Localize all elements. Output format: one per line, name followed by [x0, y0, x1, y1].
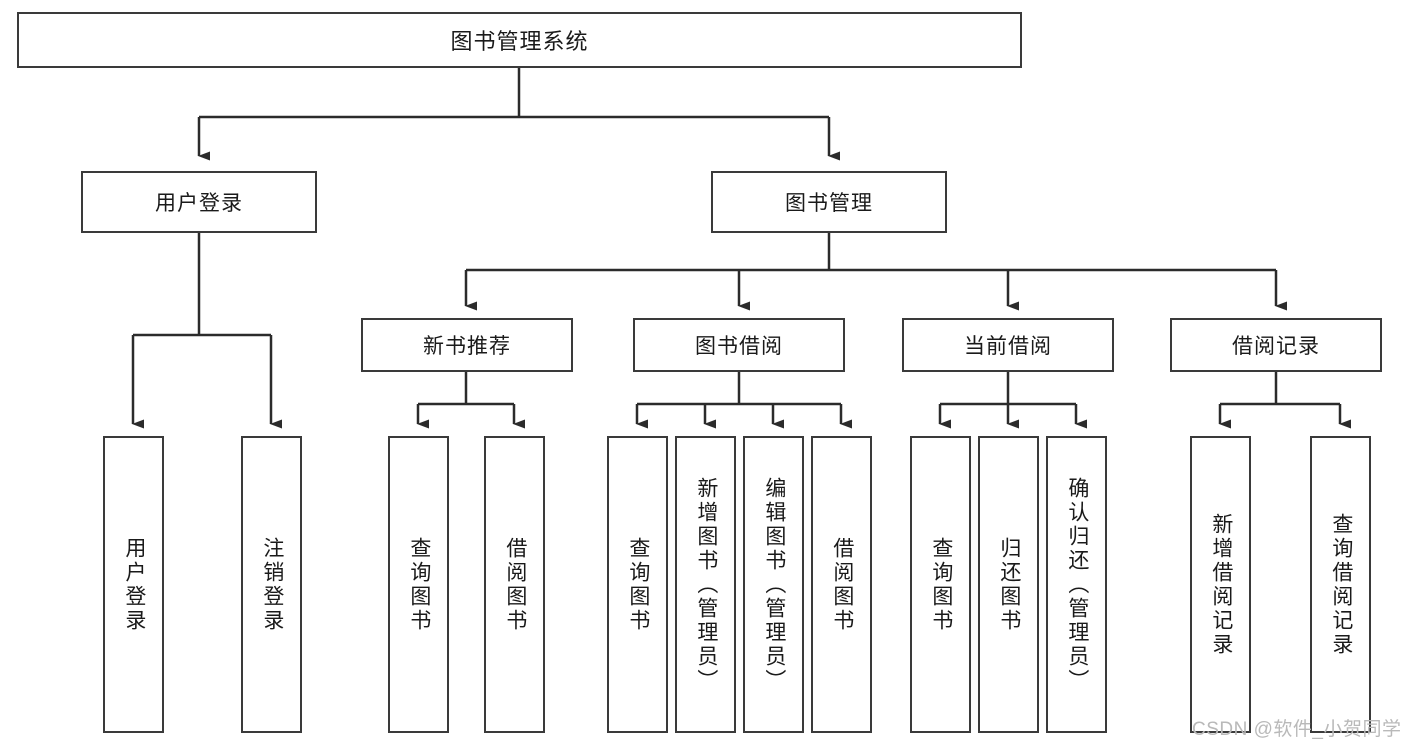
watermark-text: CSDN @软件_小贺同学	[1192, 719, 1402, 740]
node-leaf-recommend-borrow-book[interactable]: 借阅图书	[484, 436, 545, 733]
node-root-book-management-system[interactable]: 图书管理系统	[17, 12, 1022, 68]
node-book-management[interactable]: 图书管理	[711, 171, 947, 233]
node-label: 新书推荐	[423, 335, 511, 358]
node-borrow-record[interactable]: 借阅记录	[1170, 318, 1382, 372]
node-label: 图书管理系统	[450, 29, 589, 54]
node-label: 图书管理	[785, 192, 873, 215]
node-user-login[interactable]: 用户登录	[81, 171, 317, 233]
node-label: 归还图书	[997, 536, 1021, 633]
node-leaf-borrow-borrow-book[interactable]: 借阅图书	[811, 436, 872, 733]
node-leaf-borrow-query-book[interactable]: 查询图书	[607, 436, 668, 733]
csdn-watermark: CSDN @软件_小贺同学	[1192, 714, 1401, 741]
node-leaf-current-query-book[interactable]: 查询图书	[910, 436, 971, 733]
node-label: 用户登录	[122, 536, 146, 633]
node-label: 注销登录	[260, 536, 284, 633]
node-label: 借阅图书	[830, 536, 854, 633]
node-label: 新增图书（管理员）	[694, 476, 718, 693]
node-label: 查询借阅记录	[1329, 512, 1353, 657]
node-leaf-current-return-book[interactable]: 归还图书	[978, 436, 1039, 733]
node-label: 借阅图书	[503, 536, 527, 633]
node-label: 新增借阅记录	[1209, 512, 1233, 657]
node-label: 用户登录	[155, 192, 243, 215]
node-new-book-recommend[interactable]: 新书推荐	[361, 318, 573, 372]
node-label: 查询图书	[626, 536, 650, 633]
node-leaf-current-confirm-return-admin[interactable]: 确认归还（管理员）	[1046, 436, 1107, 733]
node-current-borrow[interactable]: 当前借阅	[902, 318, 1114, 372]
node-label: 确认归还（管理员）	[1065, 476, 1089, 693]
node-book-borrow[interactable]: 图书借阅	[633, 318, 845, 372]
node-leaf-recommend-query-book[interactable]: 查询图书	[388, 436, 449, 733]
node-leaf-user-logout[interactable]: 注销登录	[241, 436, 302, 733]
node-label: 查询图书	[929, 536, 953, 633]
node-label: 借阅记录	[1232, 335, 1320, 358]
node-label: 编辑图书（管理员）	[762, 476, 786, 693]
node-leaf-borrow-edit-book-admin[interactable]: 编辑图书（管理员）	[743, 436, 804, 733]
node-label: 图书借阅	[695, 335, 783, 358]
node-leaf-record-add-record[interactable]: 新增借阅记录	[1190, 436, 1251, 733]
node-leaf-borrow-add-book-admin[interactable]: 新增图书（管理员）	[675, 436, 736, 733]
node-leaf-user-login[interactable]: 用户登录	[103, 436, 164, 733]
node-label: 当前借阅	[964, 335, 1052, 358]
node-leaf-record-query-record[interactable]: 查询借阅记录	[1310, 436, 1371, 733]
node-label: 查询图书	[407, 536, 431, 633]
